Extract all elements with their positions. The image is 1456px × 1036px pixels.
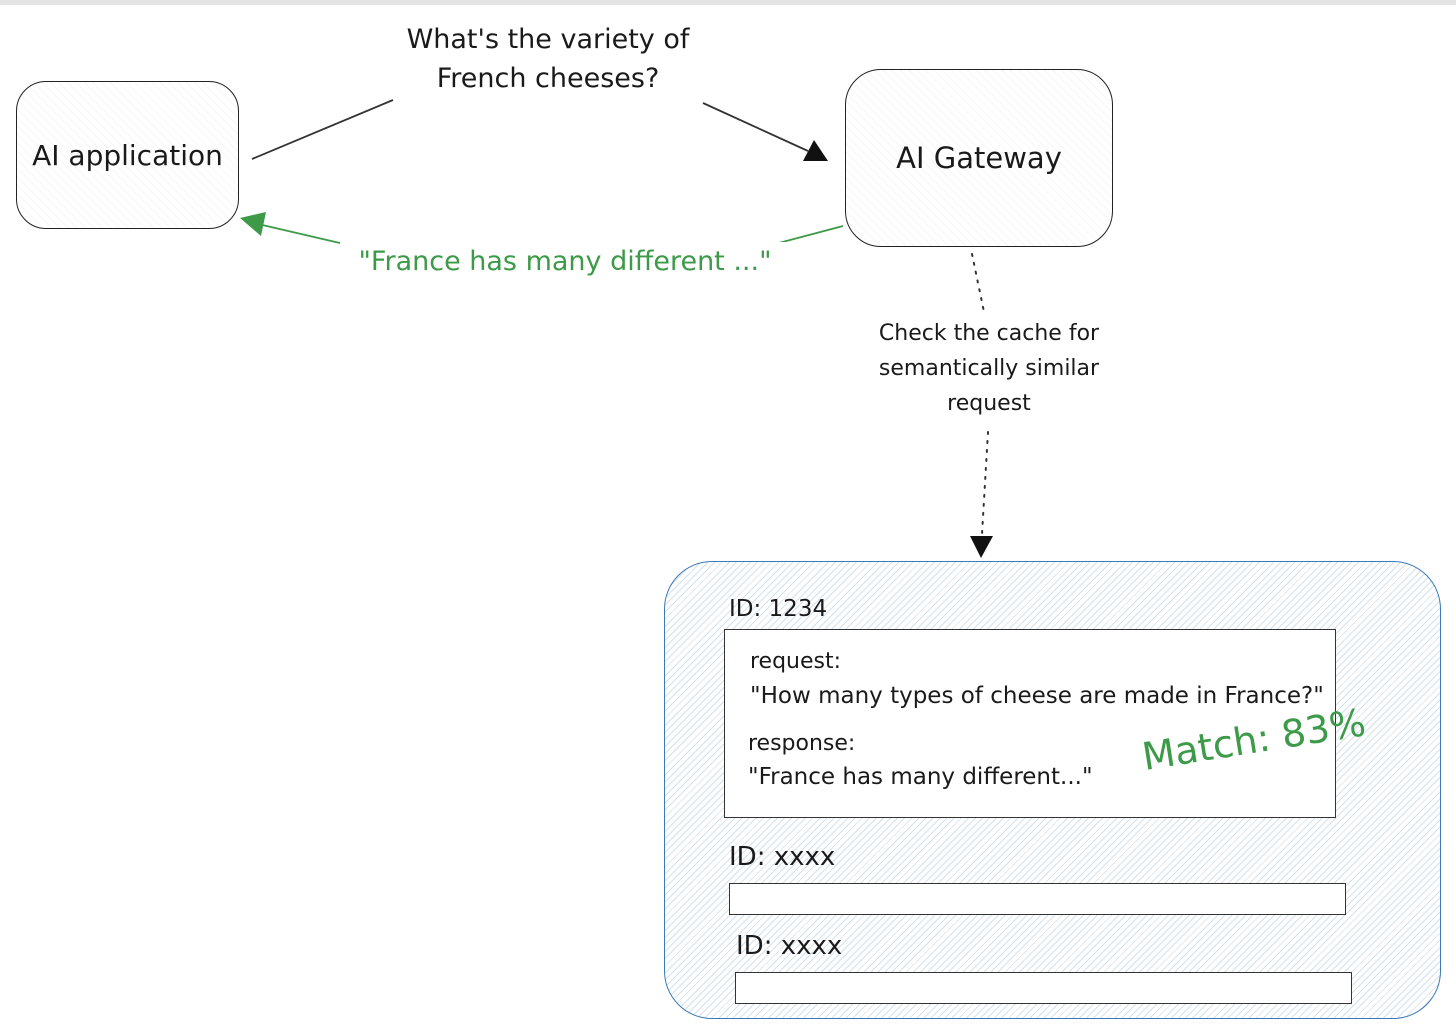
edge-cache-upper-segment: [971, 253, 985, 313]
node-ai-application-label: AI application: [32, 138, 223, 172]
cache-entry-id: ID: 1234: [729, 596, 828, 622]
edge-label-question: What's the variety of French cheeses?: [406, 24, 690, 95]
edge-response-arrowhead: [240, 212, 266, 236]
node-ai-gateway-label: AI Gateway: [896, 141, 1062, 175]
cache-entry-box: [729, 883, 1346, 915]
node-ai-application: AI application: [16, 81, 239, 229]
edge-question-arrowhead: [803, 140, 828, 161]
edge-label-cache-check: Check the cache for semantically similar…: [850, 316, 1128, 422]
cache-entry-box: [735, 972, 1352, 1004]
top-border: [0, 0, 1456, 5]
cache-entry-response-value: "France has many different...": [748, 764, 1093, 790]
edge-question-right-segment: [702, 102, 809, 152]
node-ai-gateway: AI Gateway: [845, 69, 1113, 247]
cache-entry-id: ID: xxxx: [736, 931, 843, 961]
edge-question-left-segment: [251, 99, 394, 160]
edge-label-response: "France has many different ...": [340, 242, 790, 282]
edge-cache-lower-segment: [981, 431, 989, 535]
cache-entry-id: ID: xxxx: [729, 842, 836, 872]
cache-entry-request-label: request:: [750, 649, 842, 674]
cache-entry-response-label: response:: [748, 731, 856, 756]
cache-entry-box: [724, 629, 1336, 818]
edge-cache-arrowhead: [970, 536, 993, 558]
cache-entry-request-value: "How many types of cheese are made in Fr…: [750, 683, 1324, 709]
